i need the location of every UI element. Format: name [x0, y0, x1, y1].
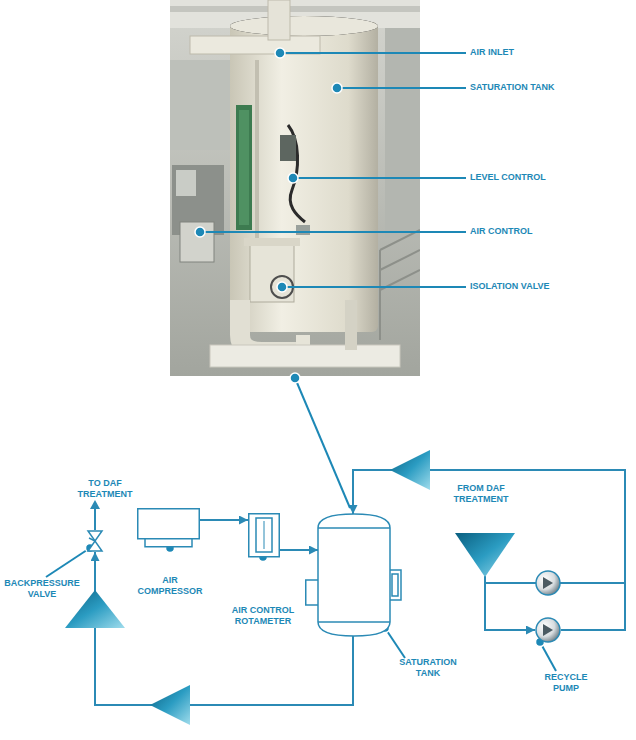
rotameter-shape-part — [249, 514, 280, 557]
leader-lines-part — [385, 628, 405, 658]
recycle-pump-shape-part — [543, 624, 553, 636]
callout-label: TO DAF TREATMENT — [72, 478, 138, 500]
leader-dots — [86, 48, 545, 647]
tank-photo-part — [268, 0, 290, 40]
backpressure-valve-shape-part — [89, 538, 95, 541]
inflow-funnel: FROM DAF TREATMENT — [455, 533, 515, 577]
leader-dots-part — [277, 282, 287, 292]
node-label: FROM DAF TREATMENT — [448, 483, 514, 505]
tank-photo-part — [255, 60, 259, 260]
leader-dots-part — [275, 48, 285, 58]
tank-photo-part — [380, 230, 420, 340]
flow-connector — [353, 470, 625, 630]
flow-symbols-part — [90, 500, 100, 509]
leader-lines-part — [282, 286, 466, 288]
inflow-funnel-shape — [455, 533, 515, 577]
recycle-pump: RECYCLE PUMP — [535, 617, 561, 643]
flow-connector — [280, 549, 318, 551]
callout-label: LEVEL CONTROL — [470, 172, 546, 183]
rotameter-shape-part — [264, 521, 265, 549]
leader-lines-part — [295, 378, 350, 508]
air-compressor-shape-part — [145, 539, 192, 547]
node-label: SATURATION TANK — [394, 657, 462, 679]
leader-lines-part — [200, 231, 466, 233]
saturation-tank-shape-part — [318, 527, 390, 529]
node-label: BACKPRESSURE VALVE — [0, 578, 84, 600]
air-compressor-shape — [137, 508, 200, 548]
rotameter-shape-part — [256, 518, 272, 552]
rotameter-shape — [248, 513, 280, 559]
leader-lines-part — [293, 177, 466, 179]
flow-symbols-part — [536, 571, 560, 595]
flow-symbols-part — [65, 590, 125, 628]
flow-symbols-part — [150, 685, 190, 725]
backpressure-valve-shape — [87, 530, 103, 552]
tank-photo — [170, 0, 420, 376]
saturation-tank-shape-part — [306, 580, 319, 605]
leader-dots-part — [332, 83, 342, 93]
saturation-tank-shape — [305, 512, 402, 638]
recycle-pump-shape-part — [536, 618, 560, 642]
rotameter: AIR CONTROL ROTAMETER — [248, 513, 280, 559]
tank-photo-part — [190, 36, 320, 54]
leader-lines-part — [46, 548, 90, 577]
tank-photo-part — [240, 300, 300, 352]
leader-lines-part — [337, 87, 466, 89]
air-compressor: AIR COMPRESSOR — [137, 508, 200, 548]
tank-photo-part — [239, 110, 249, 225]
saturation-tank-shape-part — [389, 570, 401, 600]
flow-symbols-part — [390, 450, 430, 490]
tank-photo-part — [210, 345, 400, 367]
flow-symbols-part — [94, 507, 96, 530]
tank-photo-part — [230, 16, 378, 36]
tank-photo-part — [170, 60, 230, 150]
tank-photo-part — [180, 222, 214, 262]
backpressure-valve: BACKPRESSURE VALVE — [87, 530, 103, 552]
backpressure-valve-shape-part — [88, 531, 102, 541]
recycle-pump-shape — [535, 617, 561, 643]
tank-photo-part — [170, 0, 420, 376]
node-label: AIR CONTROL ROTAMETER — [228, 605, 298, 627]
flow-symbols — [65, 450, 625, 725]
air-compressor-shape-part — [138, 509, 200, 539]
inflow-funnel-shape-part — [455, 533, 515, 577]
node-label: AIR COMPRESSOR — [132, 575, 208, 597]
tank-photo-part — [170, 6, 420, 12]
callout-label: AIR CONTROL — [470, 226, 533, 237]
tank-photo-part — [250, 240, 294, 302]
flow-symbols-part — [543, 577, 553, 589]
saturation-tank-shape-part — [392, 574, 398, 596]
callout-label: AIR INLET — [470, 47, 514, 58]
flow-connector — [200, 519, 248, 521]
tank-photo-part — [296, 225, 310, 235]
tank-photo-part — [385, 28, 420, 238]
tank-photo-part — [345, 300, 357, 350]
backpressure-valve-shape-part — [88, 541, 102, 551]
saturation-tank: SATURATION TANK — [305, 512, 402, 638]
callout-label: ISOLATION VALVE — [470, 281, 550, 292]
leader-dots-part — [290, 373, 300, 383]
leader-dots-part — [288, 173, 298, 183]
flow-connector — [95, 552, 353, 705]
flow-symbols-part — [560, 582, 625, 584]
tank-photo-part — [244, 238, 300, 246]
leader-lines-part — [280, 52, 466, 54]
flow-connector — [485, 576, 535, 630]
tank-photo-part — [230, 16, 378, 36]
leader-dots-part — [195, 227, 205, 237]
node-label: RECYCLE PUMP — [538, 672, 594, 694]
tank-photo-part — [280, 135, 296, 161]
tank-photo-part — [176, 170, 196, 196]
saturation-tank-shape-part — [318, 514, 390, 636]
flow-symbols-part — [485, 582, 536, 584]
callout-label: SATURATION TANK — [470, 82, 555, 93]
saturation-tank-shape-part — [318, 621, 390, 623]
tank-photo-part — [236, 105, 252, 230]
leader-lines — [46, 53, 556, 671]
